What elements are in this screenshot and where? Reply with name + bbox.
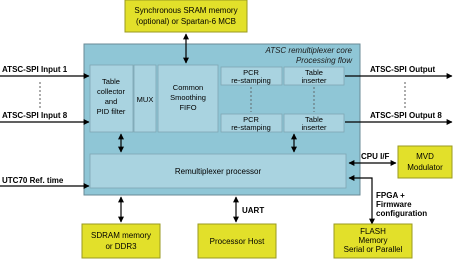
sram-line1: Synchronous SRAM memory: [134, 6, 237, 15]
fpga-l2: Firmware: [376, 200, 412, 209]
fpga-config-arrow: [348, 175, 375, 225]
pcr-block-2: [220, 113, 283, 133]
pcr2-l1: PCR: [243, 115, 259, 124]
uart-label: UART: [242, 206, 264, 215]
fifo-l2: Smoothing: [170, 93, 206, 102]
mux-label: MUX: [137, 95, 154, 104]
pcr1-l2: re-stamping: [231, 76, 271, 85]
fpga-l1: FPGA +: [376, 191, 405, 200]
processor-label: Remultiplexer processor: [175, 167, 262, 176]
host-label: Processor Host: [210, 237, 265, 246]
table-collector-l1: Table: [102, 77, 120, 86]
table-collector-l2: collector: [97, 87, 125, 96]
inserter2-l1: Table: [305, 115, 323, 124]
mvd-l2: Modulator: [407, 163, 443, 172]
output1-label: ATSC-SPI Output: [370, 65, 436, 74]
flash-l2: Memory: [359, 236, 388, 245]
pcr2-l2: re-stamping: [231, 123, 271, 132]
sdram-l2: or DDR3: [105, 242, 137, 251]
flash-block: [333, 223, 413, 259]
core-title: ATSC remultiplexer core: [264, 46, 352, 55]
sdram-block: [81, 223, 161, 259]
utc-label: UTC70 Ref. time: [2, 176, 64, 185]
core-subtitle: Processing flow: [296, 56, 353, 65]
inserter-block-1: [283, 66, 345, 86]
table-collector-l4: PID filter: [97, 107, 126, 116]
cpu-label: CPU I/F: [361, 152, 390, 161]
table-collector-l3: and: [105, 97, 118, 106]
table-collector-block: [89, 64, 134, 133]
sdram-l1: SDRAM memory: [91, 231, 151, 240]
pcr-block-1: [220, 66, 283, 86]
mvd-block: [397, 145, 453, 179]
pcr1-l1: PCR: [243, 68, 259, 77]
sram-line2: (optional) or Spartan-6 MCB: [136, 17, 236, 26]
output8-label: ATSC-SPI Output 8: [370, 111, 442, 120]
inserter-block-2: [283, 113, 345, 133]
flash-l3: Serial or Parallel: [344, 245, 403, 254]
mvd-l1: MVD: [416, 152, 434, 161]
fifo-block: [157, 64, 219, 133]
input1-label: ATSC-SPI Input 1: [2, 65, 68, 74]
fifo-l3: FIFO: [179, 103, 196, 112]
processor-block: [89, 153, 347, 189]
inserter1-l1: Table: [305, 68, 323, 77]
mux-block: [133, 64, 157, 133]
fifo-l1: Common: [173, 83, 203, 92]
input8-label: ATSC-SPI Input 8: [2, 111, 68, 120]
flash-l1: FLASH: [360, 227, 386, 236]
fpga-l3: configuration: [376, 209, 427, 218]
sram-block: [124, 0, 248, 33]
host-block: [197, 223, 277, 259]
inserter1-l2: inserter: [301, 76, 327, 85]
inserter2-l2: inserter: [301, 123, 327, 132]
